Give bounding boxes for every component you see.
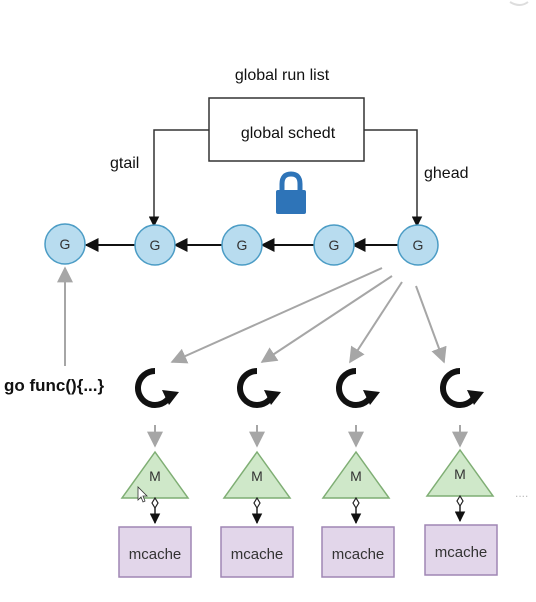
m-to-mcache-link	[454, 494, 466, 523]
ghead-label: ghead	[424, 165, 469, 182]
m-to-mcache-link	[251, 496, 263, 525]
global-schedt-label: global schedt	[241, 125, 336, 142]
global-run-list-label: global run list	[235, 67, 330, 84]
dispatch-arrow-4	[415, 285, 447, 364]
processor-column-4: M mcache	[424, 368, 498, 576]
mcache-box-4: mcache	[424, 524, 498, 576]
refresh-cycle-icon	[135, 368, 179, 408]
mouse-cursor-icon	[137, 486, 148, 503]
corner-mark	[509, 1, 529, 6]
svg-text:G: G	[60, 236, 71, 252]
m-node-4: M	[425, 448, 495, 497]
refresh-cycle-icon	[440, 368, 484, 408]
g-node-4: G	[313, 224, 355, 266]
dispatch-arrow-3	[349, 281, 403, 364]
svg-text:G: G	[329, 237, 340, 253]
svg-text:M: M	[149, 468, 161, 484]
more-columns-ellipsis: ....	[515, 486, 528, 500]
g-node-2: G	[134, 224, 176, 266]
svg-text:M: M	[350, 468, 362, 484]
svg-text:G: G	[413, 237, 424, 253]
m-to-mcache-link	[350, 496, 362, 525]
dispatch-arrow-1	[170, 267, 383, 364]
g-node-1: G	[44, 223, 86, 265]
processor-column-1: M mcache	[118, 368, 192, 578]
svg-text:G: G	[150, 237, 161, 253]
gtail-label: gtail	[110, 155, 139, 172]
m-node-1: M	[120, 450, 190, 499]
g-node-5: G	[397, 224, 439, 266]
g-node-3: G	[221, 224, 263, 266]
gtail-arrow	[148, 129, 209, 228]
m-to-mcache-link	[149, 496, 161, 525]
svg-text:M: M	[454, 466, 466, 482]
go-func-label: go func(){...}	[4, 376, 104, 395]
m-node-2: M	[222, 450, 292, 499]
svg-text:mcache: mcache	[129, 546, 182, 563]
dispatch-arrow-2	[260, 275, 393, 363]
svg-text:mcache: mcache	[435, 544, 488, 561]
lock-icon	[276, 171, 306, 214]
svg-text:mcache: mcache	[332, 546, 385, 563]
global-schedt-box	[208, 97, 365, 162]
mcache-box-2: mcache	[220, 526, 294, 578]
refresh-cycle-icon	[237, 368, 281, 408]
svg-text:M: M	[251, 468, 263, 484]
refresh-cycle-icon	[336, 368, 380, 408]
processor-column-2: M mcache	[220, 368, 294, 578]
processor-column-3: M mcache	[321, 368, 395, 578]
svg-text:G: G	[237, 237, 248, 253]
ghead-arrow	[364, 129, 423, 228]
m-node-3: M	[321, 450, 391, 499]
mcache-box-1: mcache	[118, 526, 192, 578]
svg-text:mcache: mcache	[231, 546, 284, 563]
mcache-box-3: mcache	[321, 526, 395, 578]
